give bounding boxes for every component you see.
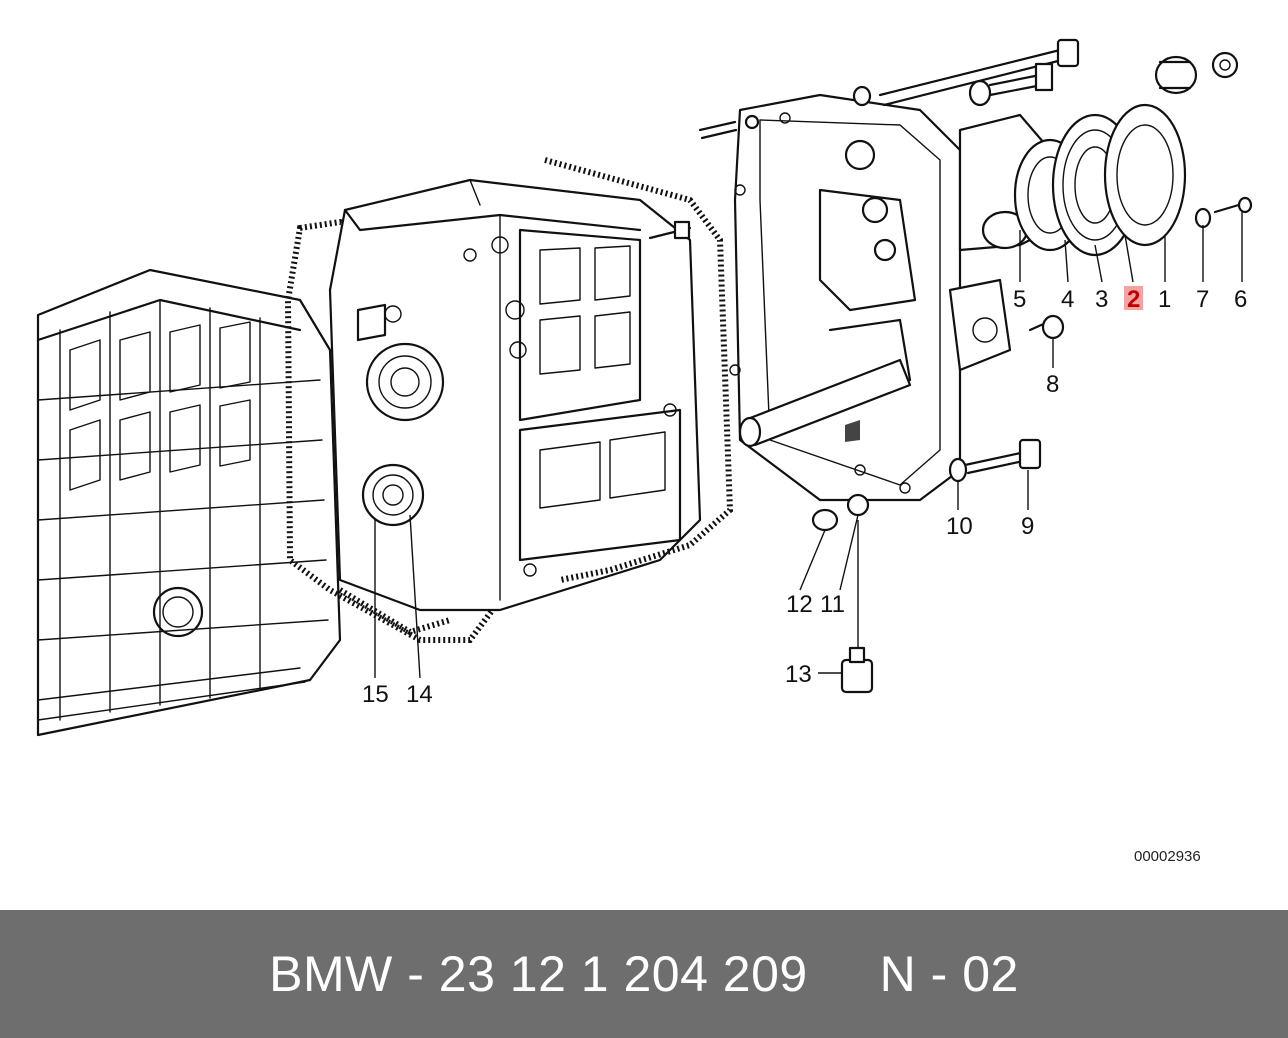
callout-5: 5: [1013, 286, 1026, 313]
part-number-text: BMW - 23 12 1 204 209 N - 02: [269, 946, 1019, 1002]
callout-8: 8: [1046, 371, 1059, 398]
callout-4: 4: [1061, 286, 1074, 313]
intermediate-housing: [328, 178, 702, 612]
gasket-rear: [338, 157, 734, 636]
callout-3: 3: [1095, 286, 1108, 313]
callout-15: 15: [362, 681, 389, 708]
parts-diagram: 1 2 3 4 5 6 7 8 9 10 11 12 13 14 15: [36, 38, 1253, 737]
long-bolts: [698, 38, 1080, 140]
diagram-reference-code: 00002936: [1134, 848, 1201, 865]
callout-2-highlight: [1124, 286, 1143, 310]
part-number-footer: BMW - 23 12 1 204 209 N - 02: [0, 910, 1288, 1038]
callout-6: 6: [1234, 286, 1247, 313]
gearbox-housing: [36, 268, 342, 737]
output-flange-assembly: [958, 51, 1253, 257]
gasket-front: [284, 218, 503, 643]
callout-labels: 1 2 3 4 5 6 7 8 9 10 11 12 13 14 15: [362, 286, 1247, 708]
callout-14: 14: [406, 681, 433, 708]
callout-7: 7: [1196, 286, 1209, 313]
callout-10: 10: [946, 513, 973, 540]
bolt-gasket: [648, 220, 692, 240]
callout-13: 13: [785, 661, 812, 688]
callout-2: 2: [1127, 286, 1140, 313]
callout-12: 12: [786, 591, 813, 618]
leader-lines: [374, 212, 1243, 679]
rear-housing: [729, 93, 1012, 502]
callout-11: 11: [820, 591, 845, 618]
callout-9: 9: [1021, 513, 1034, 540]
exploded-view-drawing: 1 2 3 4 5 6 7 8 9 10 11 12 13 14 15: [36, 38, 1253, 737]
callout-1: 1: [1158, 286, 1171, 313]
